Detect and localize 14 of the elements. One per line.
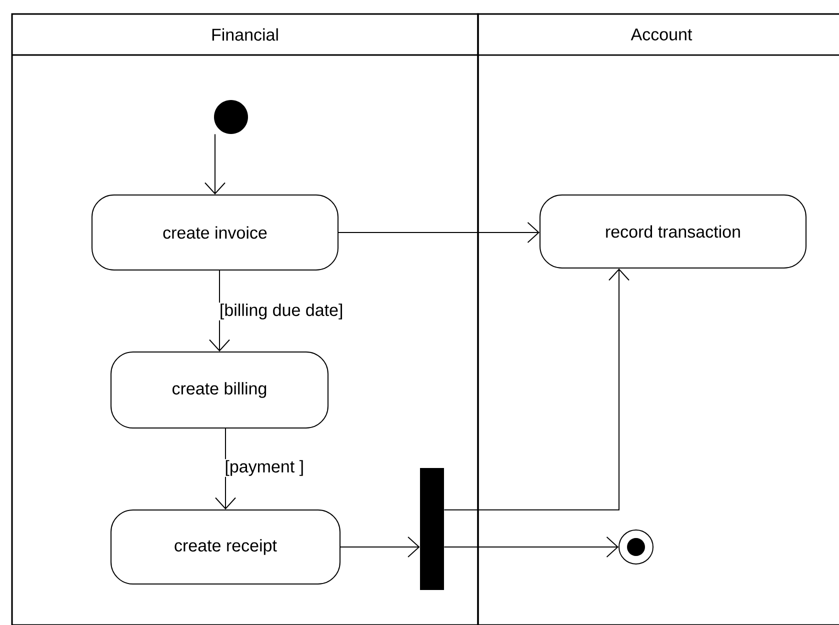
arrow [444, 536, 618, 558]
action-box: create billing [110, 352, 328, 428]
edge-label: [billing due date] [218, 302, 344, 320]
final-node [618, 530, 654, 564]
initial-node [214, 100, 248, 134]
arrow [340, 536, 420, 558]
action-box: create invoice [92, 194, 338, 270]
fork-bar [420, 468, 444, 590]
arrow [444, 268, 630, 510]
arrow [204, 134, 226, 194]
arrow [338, 222, 540, 243]
action-box: record transaction [540, 194, 806, 268]
edge-label: [payment ] [224, 459, 306, 477]
action-box: create receipt [110, 510, 340, 584]
